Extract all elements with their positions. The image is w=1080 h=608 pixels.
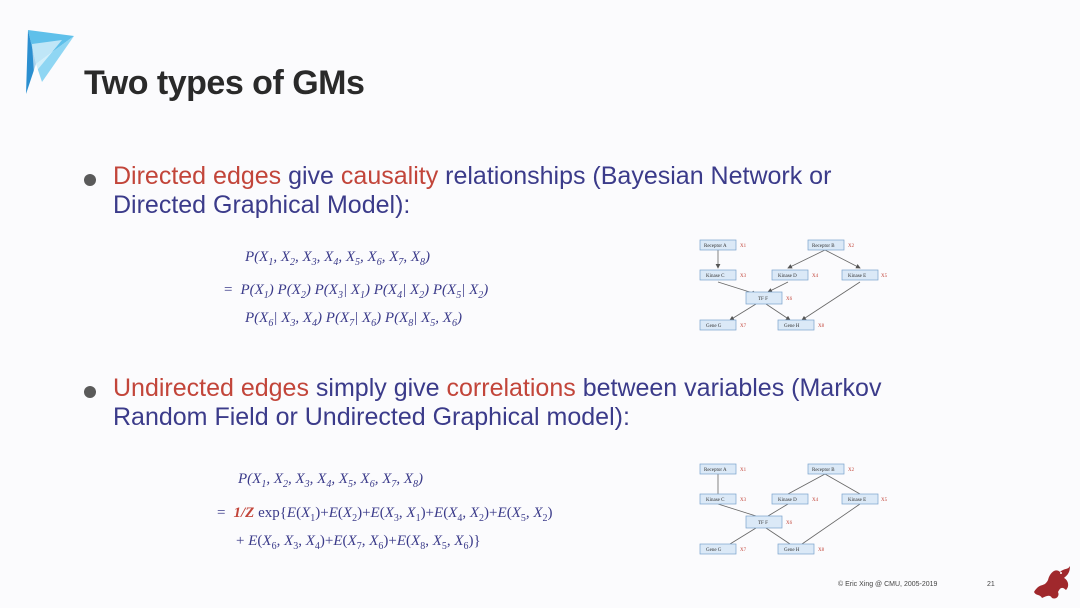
graph-node-var: X5 bbox=[881, 274, 888, 279]
bullet-text: relationships (Bayesian Network or bbox=[438, 162, 832, 190]
bullet-directed-edges: Directed edges give causality relationsh… bbox=[113, 162, 953, 220]
graph-node-label: Kinase E bbox=[848, 274, 866, 279]
undirected-graph-diagram: Receptor A X1 Receptor B X2 Kinase C X3 … bbox=[699, 463, 888, 555]
graph-node-var: X5 bbox=[881, 498, 888, 503]
graph-node-label: Gene H bbox=[784, 324, 800, 329]
correlations-term: correlations bbox=[446, 374, 576, 402]
graph-node-label: Receptor A bbox=[704, 468, 727, 473]
bullet-text: give bbox=[281, 162, 341, 190]
graph-node-label: Receptor B bbox=[812, 468, 835, 473]
bullet-text-line2: Random Field or Undirected Graphical mod… bbox=[113, 403, 630, 431]
graph-node-var: X7 bbox=[740, 324, 747, 329]
bullet-text: simply give bbox=[308, 374, 447, 402]
directed-edges-term: Directed edges bbox=[113, 162, 282, 190]
graph-node-var: X4 bbox=[812, 274, 819, 279]
slide-title: Two types of GMs bbox=[84, 64, 365, 102]
graph-node-label: Gene G bbox=[706, 324, 722, 329]
graph-node-var: X8 bbox=[818, 324, 825, 329]
page-number: 21 bbox=[987, 581, 995, 588]
graph-node-var: X7 bbox=[740, 548, 747, 553]
graph-node-var: X6 bbox=[786, 521, 793, 526]
graph-node-label: Kinase D bbox=[778, 274, 797, 279]
graph-node-var: X6 bbox=[786, 297, 793, 302]
bayes-factorization-formula: =P(X1) P(X2) P(X3| X1) P(X4| X2) P(X5| X… bbox=[224, 282, 489, 329]
bullet-marker bbox=[82, 378, 102, 398]
dragon-mascot-icon bbox=[1034, 566, 1070, 599]
graph-node-var: X2 bbox=[848, 468, 855, 473]
footer-copyright: © Eric Xing @ CMU, 2005-2019 bbox=[838, 581, 938, 588]
graph-node-label: Kinase C bbox=[706, 498, 725, 503]
directed-graph-diagram: Receptor A X1 Receptor B X2 Kinase C X3 … bbox=[699, 239, 888, 331]
graph-node-label: Gene H bbox=[784, 548, 800, 553]
graph-node-var: X8 bbox=[818, 548, 825, 553]
cmu-logo-icon bbox=[26, 30, 74, 94]
bullet-undirected-edges: Undirected edges simply give correlation… bbox=[113, 374, 953, 432]
graph-node-label: Receptor A bbox=[704, 244, 727, 249]
graph-node-label: Receptor B bbox=[812, 244, 835, 249]
graph-node-label: TF F bbox=[758, 521, 768, 526]
graph-node-label: Kinase E bbox=[848, 498, 866, 503]
bullet-marker bbox=[82, 166, 102, 186]
graph-node-var: X3 bbox=[740, 274, 747, 279]
joint-probability-formula-2: P(X1, X2, X3, X4, X5, X6, X7, X8) bbox=[238, 471, 424, 490]
graph-node-var: X2 bbox=[848, 244, 855, 249]
joint-probability-formula: P(X1, X2, X3, X4, X5, X6, X7, X8) bbox=[245, 249, 431, 268]
graph-node-var: X3 bbox=[740, 498, 747, 503]
graph-node-var: X4 bbox=[812, 498, 819, 503]
bullet-text: between variables (Markov bbox=[575, 374, 882, 402]
causality-term: causality bbox=[340, 162, 439, 190]
mrf-factorization-formula: =1/Z exp{E(X1)+E(X2)+E(X3, X1)+E(X4, X2)… bbox=[217, 505, 553, 552]
graph-node-label: Kinase D bbox=[778, 498, 797, 503]
graph-node-label: TF F bbox=[758, 297, 768, 302]
graph-node-label: Kinase C bbox=[706, 274, 725, 279]
bullet-text-line2: Directed Graphical Model): bbox=[113, 191, 411, 219]
undirected-edges-term: Undirected edges bbox=[113, 374, 309, 402]
graph-node-var: X1 bbox=[740, 468, 747, 473]
graph-node-var: X1 bbox=[740, 244, 747, 249]
graph-node-label: Gene G bbox=[706, 548, 722, 553]
